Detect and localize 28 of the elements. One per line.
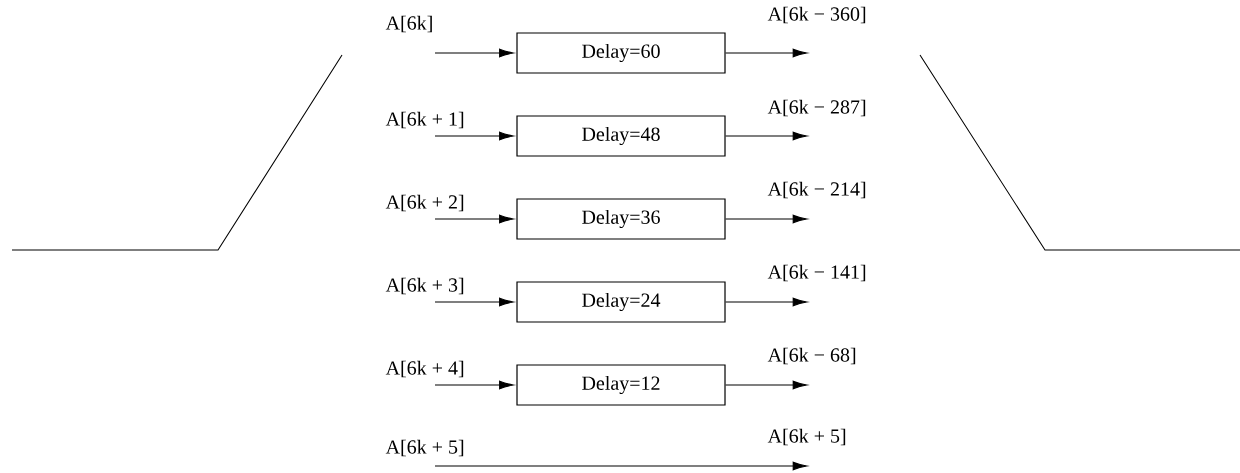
delay-box: Delay=48 [516, 115, 726, 157]
signal-label: A[6k − 68] [767, 347, 856, 365]
arrow [725, 297, 808, 307]
signal-label: A[6k + 4] [385, 360, 464, 378]
arrow [725, 48, 808, 58]
signal-label: A[6k + 5] [385, 439, 464, 457]
arrow [725, 214, 808, 224]
signal-label: A[6k + 1] [385, 111, 464, 129]
signal-label: A[6k + 2] [385, 194, 464, 212]
arrow [725, 131, 808, 141]
signal-label: A[6k − 287] [767, 99, 866, 117]
signal-label: A[6k] [385, 15, 432, 33]
delay-box: Delay=12 [516, 364, 726, 406]
delay-box: Delay=36 [516, 198, 726, 240]
signal-label: A[6k − 214] [767, 181, 866, 199]
arrow [434, 461, 808, 471]
delay-box: Delay=60 [516, 32, 726, 74]
arrow [725, 380, 808, 390]
arrow [434, 131, 514, 141]
signal-label: A[6k − 360] [767, 6, 866, 24]
arrow [434, 380, 514, 390]
arrow [434, 214, 514, 224]
signal-label: A[6k + 3] [385, 277, 464, 295]
signal-label: A[6k − 141] [767, 264, 866, 282]
arrow [434, 48, 514, 58]
arrow [434, 297, 514, 307]
delay-box: Delay=24 [516, 281, 726, 323]
signal-label: A[6k + 5] [767, 428, 846, 446]
